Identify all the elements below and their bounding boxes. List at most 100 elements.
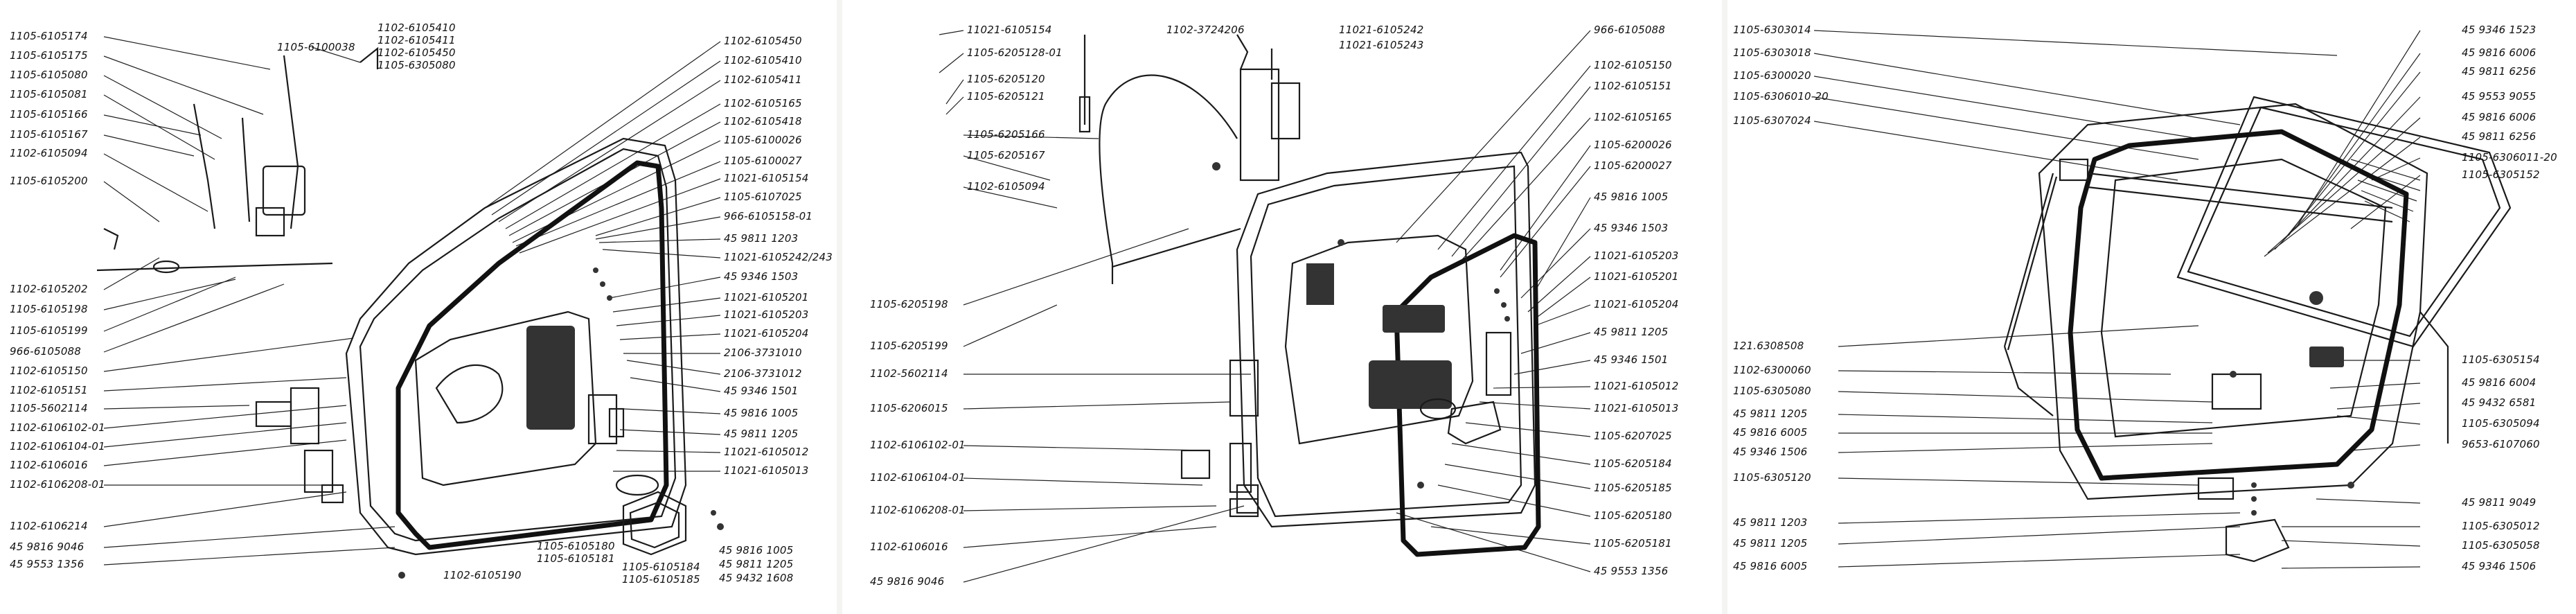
part-label: 45 9816 6006 [2462,111,2537,123]
tailgate-diagram-panel: 1105-6303014 1105-6303018 1105-6300020 1… [1727,0,2576,614]
part-label: 1102-6105411 [724,73,802,86]
part-label: 45 9811 1205 [1733,537,1808,550]
part-label: 45 9816 6004 [2462,376,2537,389]
left-leader-lines [939,30,1251,583]
part-label: 1105-6305154 [2462,353,2540,366]
part-label: 1102-6105410 [724,54,802,67]
part-label: 45 9816 1005 [719,544,794,556]
part-label: 11021-6105201 [1594,270,1679,283]
part-label: 11021-6105154 [967,24,1052,36]
front-door-seal [396,160,669,550]
part-label: 1105-6205167 [967,149,1045,161]
part-label: 1105-6105080 [10,69,88,81]
part-label: 1102-6105094 [10,147,88,159]
part-label: 45 9811 9049 [2462,496,2537,509]
part-label: 1102-6105150 [1594,59,1672,71]
speaker-grille [1369,360,1452,409]
part-label: 966-6105158-01 [724,210,813,222]
part-label: 45 9553 1356 [1594,565,1669,577]
left-leader-lines [1813,30,2338,568]
part-label: 1105-6105200 [10,175,88,187]
rear-door-drawing [939,30,1591,583]
part-label: 1105-6200026 [1594,139,1672,151]
part-label: 1105-6305152 [2462,168,2540,181]
part-label: 1105-6105198 [10,303,88,315]
part-label: 1102-6106104-01 [10,440,105,453]
part-label: 1102-6105165 [1594,111,1672,123]
part-label: 1102-6106214 [10,520,88,532]
part-label: 9653-6107060 [2462,438,2540,450]
part-label: 1105-6205199 [870,340,948,352]
part-label: 1105-6306011-20 [2462,151,2557,164]
part-label: 11021-6105154 [724,172,809,184]
part-label: 1105-6205184 [1594,457,1672,470]
part-label: 1105-6303014 [1733,24,1811,36]
part-label: 11021-6105204 [724,327,809,340]
part-label: 1105-6205128-01 [967,46,1063,59]
part-label: 45 9811 6256 [2462,65,2537,78]
part-label: 11021-6105012 [724,446,809,458]
part-label: 1105-6205180 [1594,509,1672,522]
front-door-outer-frame [345,137,687,556]
part-label: 1105-6305012 [2462,520,2540,532]
part-label: 1102-6105411 [377,34,456,46]
front-door-diagram-panel: 1105-6105174 1105-6105175 1105-6105080 1… [0,0,837,614]
part-label: 1102-6105094 [967,180,1045,193]
part-label: 1105-6305080 [1733,385,1811,397]
tailgate-frame [2038,103,2428,500]
speaker-grille [526,326,575,430]
part-label: 1102-6105150 [10,365,88,377]
part-label: 1105-6100026 [724,134,802,146]
part-label: 45 9346 1523 [2462,24,2537,36]
part-label: 1105-6305080 [377,59,456,71]
part-label: 1105-6105174 [10,30,88,42]
part-label: 45 9553 1356 [10,558,85,570]
part-label: 1105-6105180 [537,540,615,552]
part-label: 1102-6106208-01 [870,504,966,516]
part-label: 1105-6205198 [870,298,948,310]
part-label: 45 9346 1501 [1594,353,1669,366]
part-label: 1102-6105418 [724,115,802,128]
part-label: 1102-6105190 [443,569,522,581]
part-label: 1105-6105166 [10,108,88,121]
inner-handle [622,491,687,556]
part-label: 1102-6106208-01 [10,478,105,491]
part-label: 45 9816 6006 [2462,46,2537,59]
part-label: 1105-6100027 [724,155,802,167]
part-label: 1105-6105181 [537,552,615,565]
tailgate-glass [2176,96,2512,348]
part-label: 45 9811 1205 [724,428,799,440]
part-label: 45 9432 6581 [2462,396,2537,409]
part-label: 45 9816 6005 [1733,560,1808,572]
tailgate-drawing [1813,30,2512,569]
part-label: 11021-6105201 [724,291,809,304]
part-label: 45 9811 1205 [1594,326,1669,338]
part-label: 1102-6105202 [10,283,88,295]
part-label: 1105-6305058 [2462,539,2540,552]
part-label: 45 9811 1203 [724,232,799,245]
part-label: 45 9432 1608 [719,572,794,584]
vent-grille [1306,263,1334,305]
part-label: 1102-6106104-01 [870,471,966,484]
part-label: 1102-6105165 [724,97,802,109]
part-label: 1105-6300020 [1733,69,1811,82]
part-label: 966-6105088 [10,345,82,358]
part-label: 1105-5602114 [10,402,88,414]
part-label: 45 9816 9046 [870,575,945,588]
part-label: 1105-6105185 [622,573,700,586]
right-leader-lines [2264,30,2421,569]
part-label: 1105-6205181 [1594,537,1672,550]
front-door-drawing [96,36,724,579]
part-label: 1105-6105081 [10,88,88,100]
part-label: 1102-6106016 [10,459,88,471]
part-label: 45 9816 6005 [1733,426,1808,439]
part-label: 1105-6105175 [10,49,88,62]
part-label: 45 9811 1203 [1733,516,1808,529]
part-label: 1102-6105410 [377,21,456,34]
part-label: 1105-6205166 [967,128,1045,141]
part-label: 1102-5602114 [870,367,948,380]
part-label: 1105-6206015 [870,402,948,414]
part-label: 45 9816 9046 [10,541,85,553]
part-label: 45 9816 1005 [724,407,799,419]
part-label: 11021-6105013 [724,464,809,477]
